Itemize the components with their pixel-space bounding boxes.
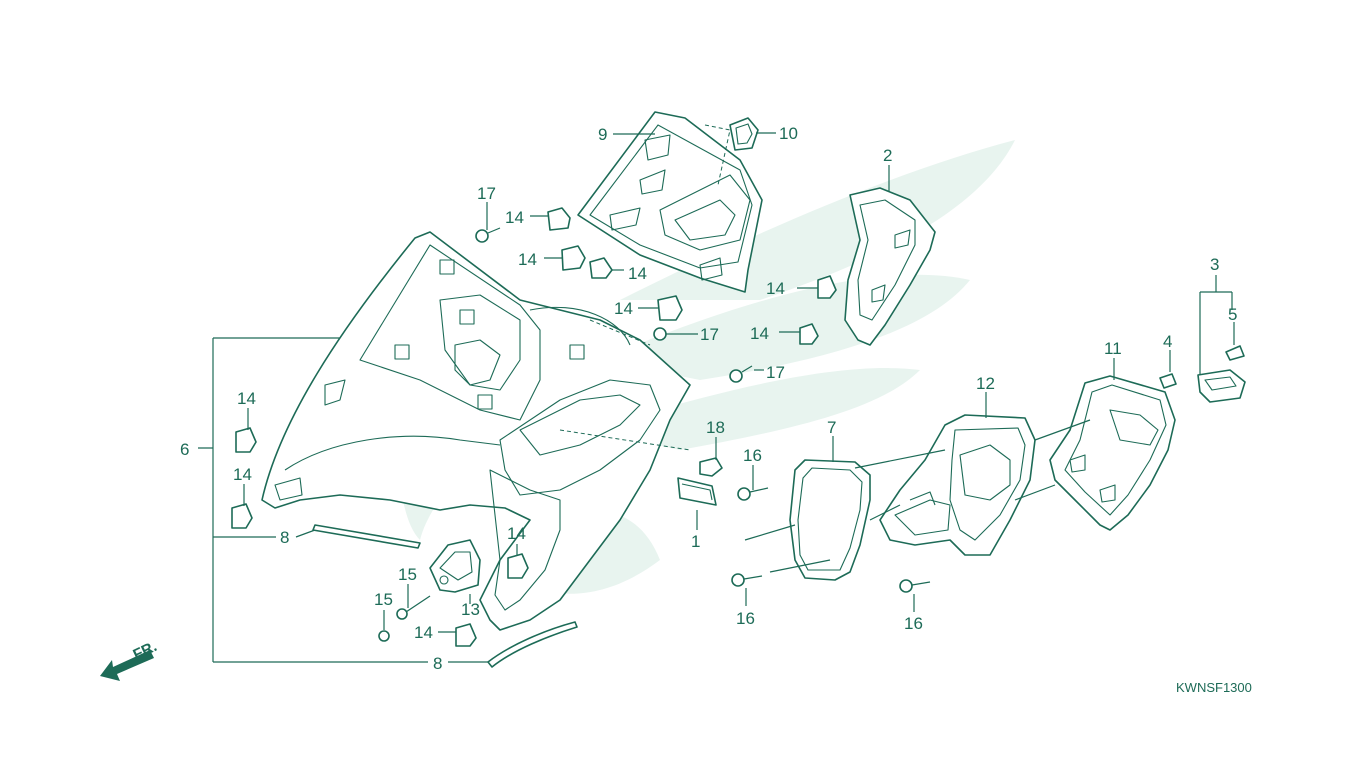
callout-1: 1	[691, 532, 700, 551]
callout-14i: 14	[507, 524, 526, 543]
callout-14c: 14	[628, 264, 647, 283]
grommet-part-10	[729, 117, 759, 151]
callout-8b: 8	[433, 654, 442, 673]
callout-16c: 16	[904, 614, 923, 633]
callout-16b: 16	[736, 609, 755, 628]
reference-code: KWNSF1300	[1176, 680, 1252, 695]
callout-17c: 17	[766, 363, 785, 382]
callout-16a: 16	[743, 446, 762, 465]
inner-cover-part-6	[261, 231, 691, 631]
callout-12: 12	[976, 374, 995, 393]
callout-14g: 14	[237, 389, 256, 408]
callout-17a: 17	[477, 184, 496, 203]
front-direction-arrow: FR.	[100, 638, 160, 681]
callout-11: 11	[1104, 339, 1122, 358]
callout-8a: 8	[280, 528, 289, 547]
bracket-part-13	[429, 539, 481, 593]
callout-numbers: 1 2 3 4 5 6 7 8 8 9 10 11 12 13 14 14 14…	[180, 124, 1237, 673]
callout-17b: 17	[700, 325, 719, 344]
direction-label: FR.	[131, 638, 160, 664]
callout-5: 5	[1228, 305, 1237, 324]
callout-14a: 14	[505, 208, 524, 227]
callout-15a: 15	[398, 565, 417, 584]
clip-part-18	[699, 457, 723, 477]
callout-14j: 14	[414, 623, 433, 642]
callout-7: 7	[827, 418, 836, 437]
screw-parts	[378, 227, 931, 642]
callout-13: 13	[461, 600, 480, 619]
callout-10: 10	[779, 124, 798, 143]
callout-6: 6	[180, 440, 189, 459]
callout-2: 2	[883, 146, 892, 165]
lid-part-12	[879, 414, 1036, 556]
callout-4: 4	[1163, 332, 1172, 351]
clip-part-14	[231, 207, 837, 647]
callout-14d: 14	[614, 299, 633, 318]
assembly-lines	[559, 319, 1091, 573]
latch-part-3	[1197, 369, 1246, 403]
leader-lines	[198, 132, 1235, 663]
callout-14e: 14	[766, 279, 785, 298]
pad-part-1	[677, 477, 717, 506]
callout-9: 9	[598, 125, 607, 144]
callout-14b: 14	[518, 250, 537, 269]
callout-3: 3	[1210, 255, 1219, 274]
upper-panel-part-9	[577, 111, 763, 293]
callout-14h: 14	[233, 465, 252, 484]
latch-part-4	[1159, 373, 1177, 389]
callout-14f: 14	[750, 324, 769, 343]
callout-15b: 15	[374, 590, 393, 609]
strip-part-8	[312, 524, 578, 668]
lid-part-11	[1049, 375, 1176, 531]
callout-18: 18	[706, 418, 725, 437]
gasket-part-7	[789, 459, 871, 581]
side-trim-part-2	[844, 187, 936, 346]
latch-part-5	[1225, 345, 1245, 361]
